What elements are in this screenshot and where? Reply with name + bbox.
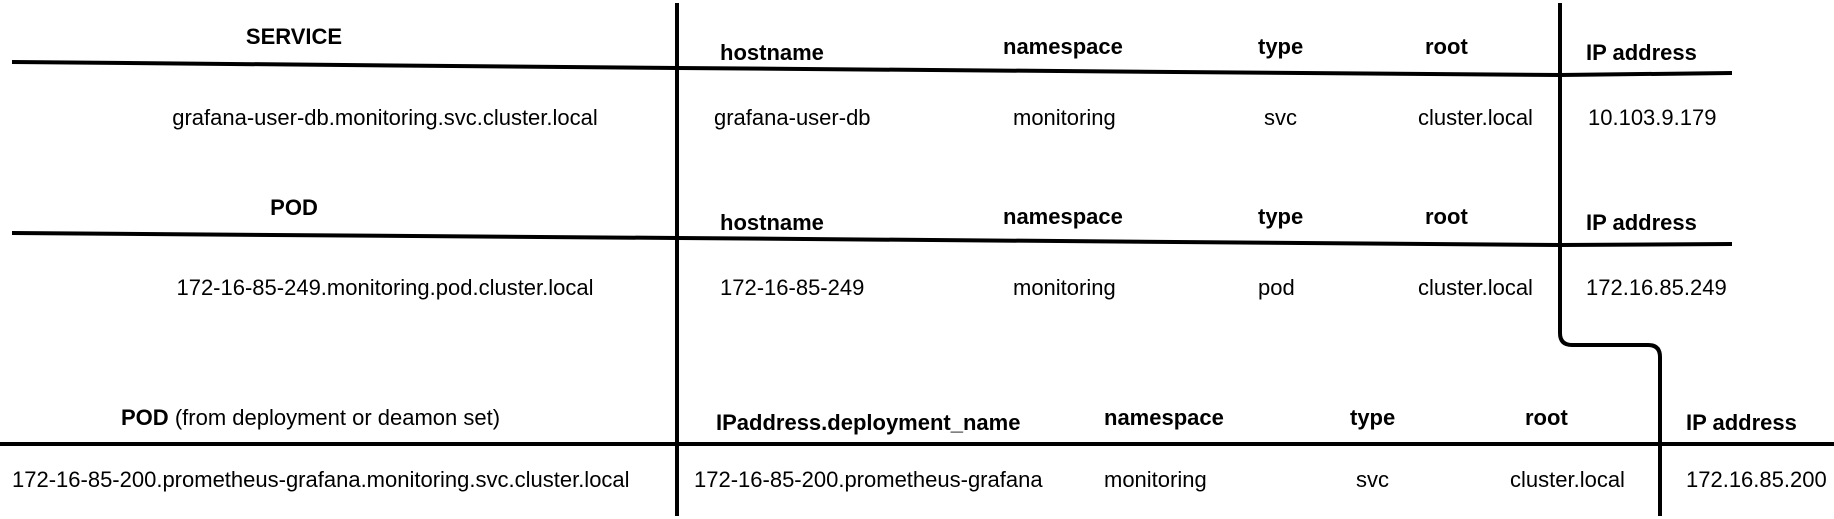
- ip-column-divider: [1558, 3, 1662, 516]
- pod-fqdn: 172-16-85-249.monitoring.pod.cluster.loc…: [176, 275, 594, 300]
- pod-type-value: pod: [1258, 275, 1295, 300]
- pod-hostname-header: hostname: [720, 210, 824, 235]
- pod-namespace-header: namespace: [1003, 204, 1123, 229]
- service-ip-header: IP address: [1586, 40, 1697, 65]
- deployment-root-header: root: [1525, 405, 1568, 430]
- deployment-ip-header: IP address: [1686, 410, 1797, 435]
- service-root-value: cluster.local: [1418, 105, 1533, 130]
- deployment-root-value: cluster.local: [1510, 467, 1625, 492]
- service-namespace-value: monitoring: [1013, 105, 1116, 130]
- service-namespace-header: namespace: [1003, 34, 1123, 59]
- deployment-fqdn: 172-16-85-200.prometheus-grafana.monitor…: [12, 467, 630, 492]
- pod-root-value: cluster.local: [1418, 275, 1533, 300]
- deployment-ip-value: 172.16.85.200: [1686, 467, 1827, 492]
- deployment-namespace-header: namespace: [1104, 405, 1224, 430]
- service-header-underline: [11, 60, 1733, 78]
- deployment-pod-subtitle: (from deployment or deamon set): [174, 405, 501, 430]
- service-root-header: root: [1425, 34, 1468, 59]
- service-hostname-value: grafana-user-db: [714, 105, 871, 130]
- deployment-pod-title: POD: [121, 405, 169, 430]
- pod-ip-value: 172.16.85.249: [1586, 275, 1727, 300]
- pod-section-title: POD: [270, 195, 318, 220]
- deployment-pod-section-title: POD (from deployment or deamon set): [121, 407, 500, 429]
- deployment-type-header: type: [1350, 405, 1396, 430]
- pod-ip-header: IP address: [1586, 210, 1697, 235]
- deployment-hostname-value: 172-16-85-200.prometheus-grafana: [694, 467, 1043, 492]
- deployment-namespace-value: monitoring: [1104, 467, 1207, 492]
- pod-type-header: type: [1258, 204, 1304, 229]
- deployment-hostname-header: IPaddress.deployment_name: [716, 410, 1021, 435]
- deployment-type-value: svc: [1356, 467, 1389, 492]
- service-type-header: type: [1258, 34, 1304, 59]
- pod-root-header: root: [1425, 204, 1468, 229]
- service-ip-value: 10.103.9.179: [1588, 105, 1717, 130]
- pod-namespace-value: monitoring: [1013, 275, 1116, 300]
- service-hostname-header: hostname: [720, 40, 824, 65]
- pod-hostname-value: 172-16-85-249: [720, 275, 865, 300]
- pod-header-underline: [11, 231, 1733, 248]
- service-section-title: SERVICE: [245, 24, 343, 49]
- service-fqdn: grafana-user-db.monitoring.svc.cluster.l…: [172, 105, 598, 130]
- service-type-value: svc: [1264, 105, 1297, 130]
